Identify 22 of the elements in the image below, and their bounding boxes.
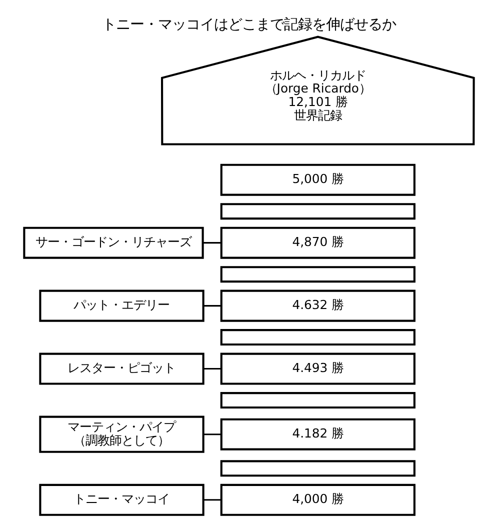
node-box: 4.632 勝: [220, 289, 415, 322]
node-box: 4,000 勝: [220, 483, 415, 516]
node-box: レスター・ピゴット: [38, 352, 204, 384]
connector: [202, 498, 221, 500]
node-box: 5,000 勝: [220, 163, 415, 196]
node-box: 4.182 勝: [220, 418, 415, 450]
node-box: パット・エデリー: [38, 289, 204, 322]
connector: [202, 242, 221, 244]
connector: [202, 368, 221, 370]
diagram-title: トニー・マッコイはどこまで記録を伸ばせるか: [102, 16, 396, 32]
node-box: 4.493 勝: [220, 352, 415, 384]
node-box: トニー・マッコイ: [38, 483, 204, 516]
node-box: [220, 266, 415, 282]
connector: [202, 304, 221, 306]
node-box: [220, 460, 415, 476]
node-box: [220, 202, 415, 220]
node-box: マーティン・パイプ （調教師として）: [38, 415, 204, 452]
connector: [202, 433, 221, 435]
node-box: サー・ゴードン・リチャーズ: [22, 226, 204, 258]
node-box: 4,870 勝: [220, 226, 415, 258]
node-box: [220, 328, 415, 346]
node-box: [220, 392, 415, 408]
